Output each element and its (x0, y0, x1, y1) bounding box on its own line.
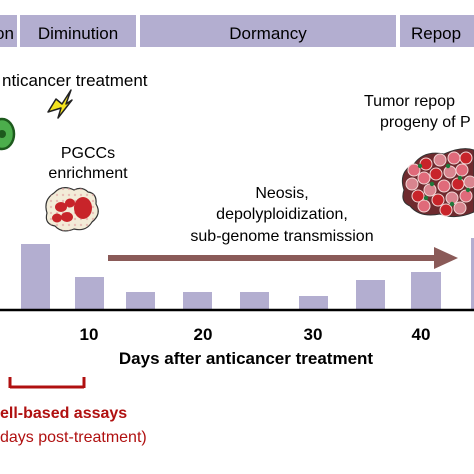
bar-4 (183, 292, 212, 310)
lightning-bolt-icon (47, 89, 73, 119)
x-tick-10: 10 (80, 325, 99, 344)
x-tick-30: 30 (304, 325, 323, 344)
bar-6 (299, 296, 328, 310)
bar-series (21, 238, 474, 310)
tumor-cell (463, 175, 474, 189)
tumor-cell-nucleus (465, 187, 471, 193)
tumor-cell-nucleus (423, 195, 429, 201)
tumor-cell (459, 151, 473, 165)
phase-label-repopulation: Repop (411, 24, 461, 43)
tumor-label-line2: progeny of P (380, 114, 471, 131)
bar-9 (471, 238, 474, 310)
progression-arrow (108, 247, 458, 269)
x-tick-20: 20 (194, 325, 213, 344)
tumor-cell (459, 189, 473, 203)
phase-tab-dormancy (140, 15, 396, 47)
green-cell-icon (0, 117, 16, 151)
phase-tab-repopulation (400, 15, 474, 47)
tumor-cell (405, 177, 419, 191)
x-axis-ticks: 10 20 30 40 (80, 325, 431, 344)
tumor-cell (443, 165, 457, 179)
tumor-cell (455, 163, 469, 177)
assay-label-line2: days post-treatment) (0, 429, 147, 446)
tumor-cell-nucleus (417, 163, 423, 169)
tumor-cell (417, 199, 431, 213)
tumor-cell (437, 179, 451, 193)
pgcc-label-line1: PGCCs (61, 145, 115, 162)
phase-label-diminution: Diminution (38, 24, 118, 43)
tumor-cell-nucleus (429, 181, 435, 187)
phase-tab-diminution (20, 15, 136, 47)
tumor-cell-nucleus (457, 175, 463, 181)
tumor-cell (429, 167, 443, 181)
x-tick-40: 40 (412, 325, 431, 344)
tumor-cell (451, 177, 465, 191)
tumor-cell (419, 157, 433, 171)
x-axis-label: Days after anticancer treatment (119, 349, 374, 368)
tumor-cell-nucleus (445, 163, 451, 169)
tumor-label-line1: Tumor repop (364, 93, 455, 110)
neosis-label-line3: sub-genome transmission (190, 228, 373, 245)
tumor-cell (439, 203, 453, 217)
tumor-cell (411, 189, 425, 203)
phase-label-initiation: on (0, 24, 14, 43)
pgcc-label-line2: enrichment (48, 165, 128, 182)
pgcc-cells-icon (45, 187, 99, 232)
bar-2 (75, 277, 104, 310)
tumor-cell (423, 183, 437, 197)
neosis-label-line1: Neosis, (255, 185, 308, 202)
tumor-cell (407, 163, 421, 177)
tumor-cell (431, 193, 445, 207)
tumor-cell (433, 153, 447, 167)
neosis-label-line2: depolyploidization, (216, 206, 348, 223)
tumor-cell (447, 151, 461, 165)
bar-3 (126, 292, 155, 310)
bar-7 (356, 280, 385, 310)
assay-bracket (8, 377, 86, 389)
assay-label-line1: ell-based assays (0, 405, 127, 422)
phase-tab-initiation (0, 15, 17, 47)
treatment-label: nticancer treatment (2, 71, 148, 90)
bar-5 (240, 292, 269, 310)
tumor-cell-nucleus (449, 201, 455, 207)
tumor-cell (417, 171, 431, 185)
bar-8 (411, 272, 441, 310)
bar-1 (21, 244, 50, 310)
tumor-cluster-icon (401, 148, 474, 218)
tumor-cell (453, 201, 467, 215)
phase-label-dormancy: Dormancy (229, 24, 307, 43)
phase-header: on Diminution Dormancy Repop (0, 15, 474, 47)
